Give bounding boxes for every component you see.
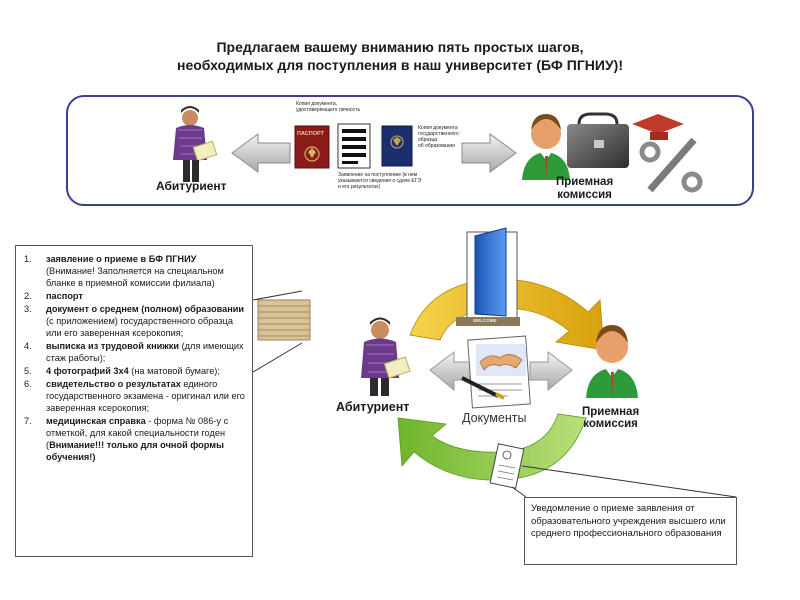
requirement-text: свидетельство о результатах единого госу…: [46, 378, 246, 414]
documents-label: Документы: [462, 411, 527, 425]
requirements-list: 1. заявление о приеме в БФ ПГНИУ (Внимани…: [24, 253, 246, 463]
notice-box: Уведомление о приеме заявления от образо…: [524, 497, 737, 565]
briefcase-icon: [567, 112, 629, 168]
title-line-1: Предлагаем вашему вниманию пять простых …: [216, 39, 584, 55]
passport-text: ПАСПОРТ: [297, 131, 324, 137]
commission-figure-top: [522, 114, 570, 180]
connector-line-bottom: [252, 342, 303, 373]
requirement-text: выписка из трудовой книжки (для имеющих …: [46, 340, 246, 364]
requirement-text: 4 фотографий 3х4 (на матовой бумаге);: [46, 365, 220, 377]
doc-caption-education-line-2: государственного: [418, 131, 459, 137]
doc-caption-identity: Копия документа, удостоверяющего личност…: [296, 101, 360, 113]
requirement-item: 2. паспорт: [24, 290, 246, 302]
applicant-figure-cycle: [361, 317, 411, 396]
door-welcome-sign: WELCOME: [473, 318, 497, 323]
percent-graduation-icon: [632, 114, 703, 193]
requirement-item: 6. свидетельство о результатах единого го…: [24, 378, 246, 414]
applicant-label-top: Абитуриент: [156, 179, 227, 193]
requirement-rest: (Внимание! Заполняется на специальном бл…: [46, 266, 224, 288]
title-line-2: необходимых для поступления в наш универ…: [177, 57, 623, 73]
commission-label-cycle-line-2: комиссия: [583, 418, 638, 430]
requirement-text: документ о среднем (полном) образовании …: [46, 303, 246, 339]
commission-label-top-line-1: Приемная: [556, 176, 614, 188]
education-document-icon: [381, 125, 413, 167]
doc-caption-identity-line-2: удостоверяющего личность: [296, 107, 361, 113]
commission-label-top-line-2: комиссия: [557, 189, 612, 201]
requirement-bold: медицинская справка: [46, 416, 146, 426]
requirement-number: 3.: [24, 304, 32, 314]
doc-caption-application-line-2: указываются сведения о сдаче ЕГЭ: [338, 178, 422, 184]
requirement-number: 2.: [24, 291, 32, 301]
arrow-to-applicant-top: [231, 133, 291, 173]
connector-line-top: [252, 290, 303, 301]
doc-caption-application-line-1: Заявление на поступление (в нем: [338, 172, 418, 178]
notice-connector-line-1: [521, 465, 737, 498]
notice-connector-line-2: [511, 486, 527, 498]
requirement-bold: 4 фотографий 3х4: [46, 366, 129, 376]
open-door-icon: [456, 227, 520, 326]
requirement-bold: заявление о приеме в БФ ПГНИУ: [46, 254, 197, 264]
passport-icon: [294, 125, 330, 169]
requirement-rest: - форма № 086-у с отметкой, для какой сп…: [46, 416, 229, 450]
arrow-to-commission-top: [461, 133, 517, 173]
requirement-rest: (на матовой бумаге);: [128, 366, 220, 376]
paper-stack-icon: [257, 299, 311, 341]
requirement-rest-end: ): [92, 452, 96, 462]
requirement-bold-warning: Внимание!!! только для очной формы обуче…: [46, 440, 224, 462]
requirement-number: 7.: [24, 416, 32, 426]
requirement-rest: (для имеющих стаж работы);: [46, 341, 244, 363]
requirement-item: 4. выписка из трудовой книжки (для имеющи…: [24, 340, 246, 364]
doc-caption-education: Копия документа государственного образца…: [418, 125, 459, 149]
requirement-number: 6.: [24, 379, 32, 389]
commission-label-top: Приемная комиссия: [556, 176, 613, 202]
page-title: Предлагаем вашему вниманию пять простых …: [0, 38, 800, 74]
requirement-bold: паспорт: [46, 291, 83, 301]
handshake-documents-icon: [461, 335, 531, 409]
requirement-item: 7. медицинская справка - форма № 086-у с …: [24, 415, 246, 463]
requirement-rest: (с приложением) государственного образца…: [46, 316, 233, 338]
commission-label-cycle-line-1: Приемная: [582, 406, 640, 418]
applicant-label-cycle: Абитуриент: [336, 400, 410, 414]
requirements-list-box: 1. заявление о приеме в БФ ПГНИУ (Внимани…: [15, 245, 253, 557]
application-form-icon: [337, 123, 371, 169]
applicant-figure-top: [173, 106, 218, 182]
requirement-bold: свидетельство о результатах: [46, 379, 181, 389]
doc-caption-identity-line-1: Копия документа,: [296, 101, 338, 107]
doc-caption-application-line-3: и его результатах): [338, 184, 381, 190]
requirement-item: 5. 4 фотографий 3х4 (на матовой бумаге);: [24, 365, 246, 377]
requirement-item: 3. документ о среднем (полном) образовани…: [24, 303, 246, 339]
requirement-number: 5.: [24, 366, 32, 376]
requirement-text: медицинская справка - форма № 086-у с от…: [46, 415, 246, 463]
doc-caption-education-line-1: Копия документа: [418, 125, 458, 131]
requirement-text: паспорт: [46, 290, 83, 302]
requirement-text: заявление о приеме в БФ ПГНИУ (Внимание!…: [46, 253, 246, 289]
commission-figure-cycle: [586, 325, 638, 398]
doc-caption-education-line-4: об образовании: [418, 143, 455, 149]
doc-caption-education-line-3: образца: [418, 137, 438, 143]
commission-label-cycle: Приемная комиссия: [582, 406, 639, 430]
notice-certificate-icon: [489, 443, 525, 489]
requirement-bold: выписка из трудовой книжки: [46, 341, 180, 351]
requirement-bold: документ о среднем (полном) образовании: [46, 304, 245, 314]
requirement-item: 1. заявление о приеме в БФ ПГНИУ (Внимани…: [24, 253, 246, 289]
doc-caption-application: Заявление на поступление (в нем указываю…: [338, 172, 421, 190]
requirement-number: 1.: [24, 254, 32, 264]
arrow-cycle-left: [429, 351, 471, 392]
arrow-cycle-right: [529, 351, 573, 392]
requirement-rest: единого государственного экзамена - ориг…: [46, 379, 245, 413]
requirement-number: 4.: [24, 341, 32, 351]
